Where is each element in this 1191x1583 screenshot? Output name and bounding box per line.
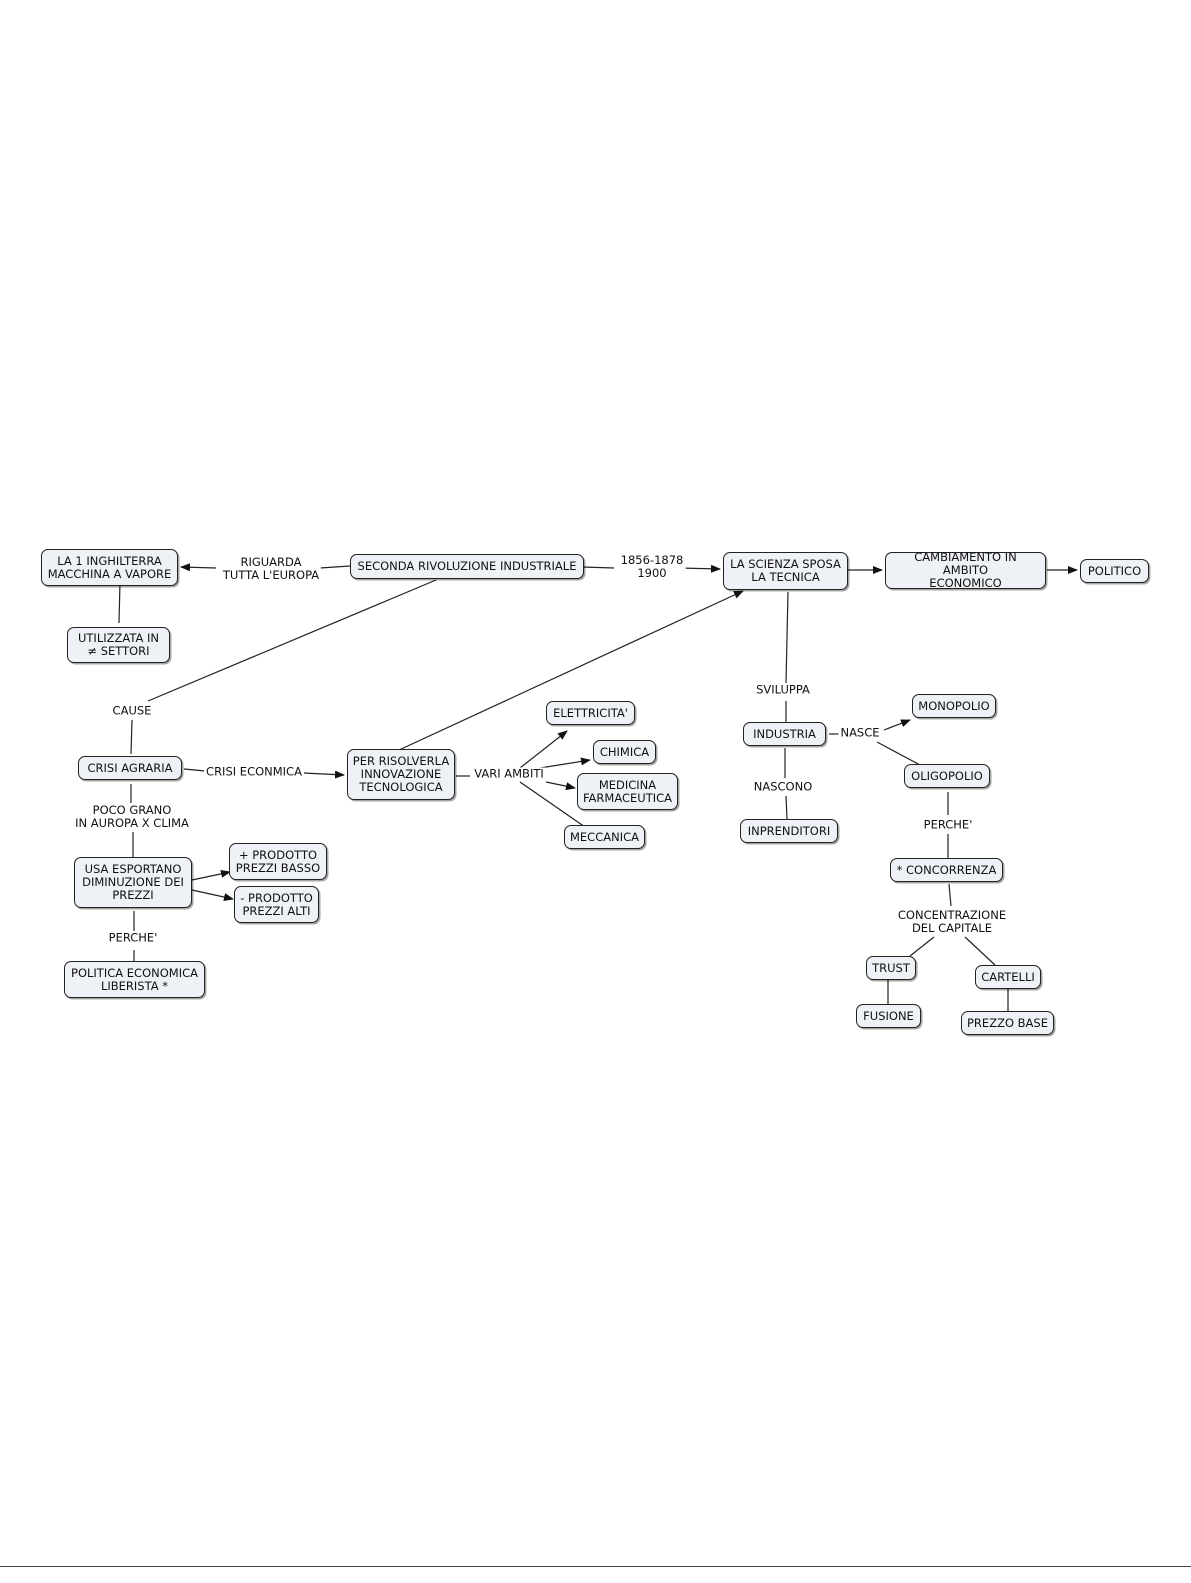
connector-seconda-riguarda xyxy=(319,565,351,569)
connector-nascono-inprenditori xyxy=(785,795,788,820)
link-label-riguarda: RIGUARDA TUTTA L'EUROPA xyxy=(220,555,322,582)
connector-scienza-sviluppa xyxy=(785,591,789,684)
node-cartelli[interactable]: CARTELLI xyxy=(975,965,1041,989)
node-inprenditori[interactable]: INPRENDITORI xyxy=(740,819,838,843)
node-utilizzata[interactable]: UTILIZZATA IN ≠ SETTORI xyxy=(67,627,170,663)
connector-nasce-oligopolio xyxy=(876,741,921,766)
node-politica-liberista[interactable]: POLITICA ECONOMICA LIBERISTA * xyxy=(64,961,205,998)
page-bottom-rule xyxy=(0,1566,1191,1567)
node-trust[interactable]: TRUST xyxy=(866,956,916,980)
node-scienza-tecnica[interactable]: LA SCIENZA SPOSA LA TECNICA xyxy=(723,552,848,590)
link-label-date: 1856-1878 1900 xyxy=(618,553,686,580)
node-seconda-rivoluzione[interactable]: SECONDA RIVOLUZIONE INDUSTRIALE xyxy=(350,554,584,579)
node-chimica[interactable]: CHIMICA xyxy=(593,740,656,764)
connector-vari-ambiti-elettricita xyxy=(519,730,568,769)
connector-usa-meno-prodotto xyxy=(191,889,234,901)
node-medicina[interactable]: MEDICINA FARMACEUTICA xyxy=(577,773,678,810)
link-label-vari-ambiti: VARI AMBITI xyxy=(472,766,546,781)
node-politico[interactable]: POLITICO xyxy=(1080,559,1149,583)
connector-concentrazione-cartelli xyxy=(964,936,996,966)
node-fusione[interactable]: FUSIONE xyxy=(856,1004,921,1028)
node-meccanica[interactable]: MECCANICA xyxy=(564,825,645,849)
connector-vari-ambiti-meccanica xyxy=(519,781,586,828)
node-elettricita[interactable]: ELETTRICITA' xyxy=(546,701,635,725)
link-label-cause: CAUSE xyxy=(110,703,154,718)
node-inghilterra[interactable]: LA 1 INGHILTERRA MACCHINA A VAPORE xyxy=(41,549,178,586)
connector-crisi-agraria-crisi-econmica xyxy=(183,768,206,772)
connector-cause-crisi-agraria xyxy=(130,719,133,755)
connector-riguarda-inghilterra xyxy=(180,563,217,572)
connector-concentrazione-trust xyxy=(909,936,935,957)
connector-vari-ambiti-chimica xyxy=(539,757,591,769)
node-industria[interactable]: INDUSTRIA xyxy=(743,722,826,746)
node-monopolio[interactable]: MONOPOLIO xyxy=(912,694,996,718)
node-usa-esportano[interactable]: USA ESPORTANO DIMINUZIONE DEI PREZZI xyxy=(74,857,192,908)
node-concorrenza[interactable]: * CONCORRENZA xyxy=(890,858,1003,882)
connector-vari-ambiti-medicina xyxy=(545,781,576,791)
link-label-nascono: NASCONO xyxy=(751,779,815,794)
connector-concorrenza-concentrazione xyxy=(948,883,952,907)
node-prezzo-base[interactable]: PREZZO BASE xyxy=(961,1011,1054,1035)
link-label-perche-left: PERCHE' xyxy=(106,930,160,945)
node-cambiamento[interactable]: CAMBIAMENTO IN AMBITO ECONOMICO xyxy=(885,551,1046,590)
connector-nasce-monopolio xyxy=(883,719,911,731)
connector-inghilterra-utilizzata xyxy=(118,581,121,624)
node-oligopolio[interactable]: OLIGOPOLIO xyxy=(904,764,990,788)
node-meno-prodotto[interactable]: - PRODOTTO PREZZI ALTI xyxy=(234,886,319,923)
connector-date-scienza xyxy=(678,564,721,573)
link-label-concentrazione: CONCENTRAZIONE DEL CAPITALE xyxy=(895,908,1009,935)
connector-seconda-cause xyxy=(147,579,437,702)
node-crisi-agraria[interactable]: CRISI AGRARIA xyxy=(78,756,182,780)
link-label-poco-grano: POCO GRANO IN AUROPA X CLIMA xyxy=(73,803,191,830)
connector-risolverla-scienza xyxy=(398,590,744,751)
connector-seconda-date xyxy=(581,566,615,569)
connector-crisi-econmica-risolverla xyxy=(302,770,345,779)
node-risolverla[interactable]: PER RISOLVERLA INNOVAZIONE TECNOLOGICA xyxy=(347,749,455,800)
link-label-perche-right: PERCHE' xyxy=(921,817,975,832)
connector-usa-piu-prodotto xyxy=(191,869,231,881)
link-label-sviluppa: SVILUPPA xyxy=(754,682,812,697)
link-label-crisi-econmica: CRISI ECONMICA xyxy=(204,764,304,779)
node-piu-prodotto[interactable]: + PRODOTTO PREZZI BASSO xyxy=(229,843,327,880)
link-label-nasce: NASCE xyxy=(838,725,882,740)
